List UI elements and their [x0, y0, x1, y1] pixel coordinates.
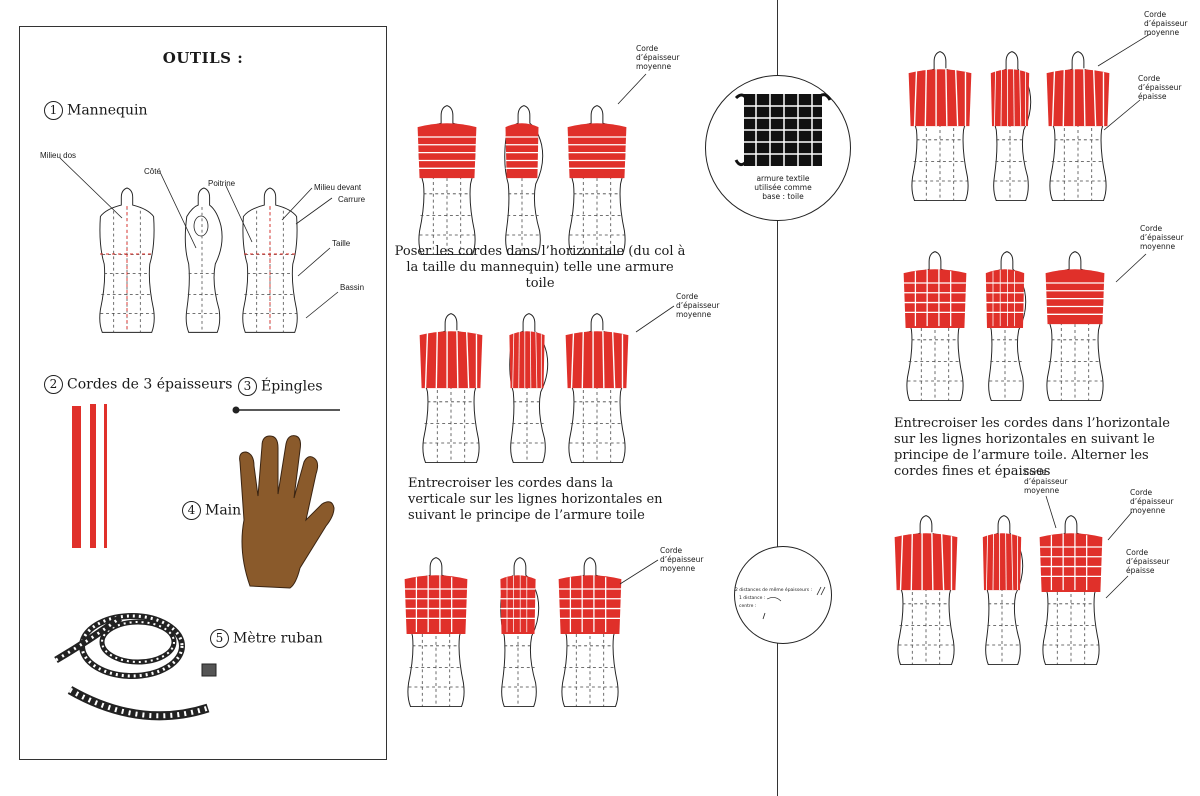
step3-mannequins — [405, 558, 658, 707]
step2-mannequins — [420, 306, 674, 463]
right-row1-mannequins — [909, 34, 1150, 201]
note-corde-epaisse: Corde d’épaisseur épaisse — [1138, 74, 1181, 101]
right-row3-mannequins — [895, 496, 1132, 665]
note-corde-moyenne: Corde d’épaisseur moyenne — [660, 546, 703, 573]
legend-marks — [735, 547, 831, 643]
step1-mannequins — [418, 74, 646, 255]
step1-caption: Poser les cordes dans l’horizontale (du … — [394, 244, 686, 292]
weave-circle: armure textile utilisée comme base : toi… — [705, 75, 851, 221]
note-corde-moyenne: Corde d’épaisseur moyenne — [1140, 224, 1183, 251]
legend-circle: 2 distances de même épaisseurs : 1 dista… — [734, 546, 832, 644]
weave-note: armure textile utilisée comme base : toi… — [748, 174, 818, 201]
step2-caption: Entrecroiser les cordes dans la vertical… — [408, 476, 670, 524]
note-corde-moyenne: Corde d’épaisseur moyenne — [1130, 488, 1173, 515]
note-corde-moyenne: Corde d’épaisseur moyenne — [676, 292, 719, 319]
step3-caption: Entrecroiser les cordes dans l’horizonta… — [894, 416, 1178, 480]
right-row2-mannequins — [904, 252, 1146, 401]
note-corde-epaisse: Corde d’épaisseur épaisse — [1126, 548, 1169, 575]
note-corde-moyenne: Corde d’épaisseur moyenne — [1144, 10, 1187, 37]
note-corde-moyenne: Corde d’épaisseur moyenne — [636, 44, 679, 71]
